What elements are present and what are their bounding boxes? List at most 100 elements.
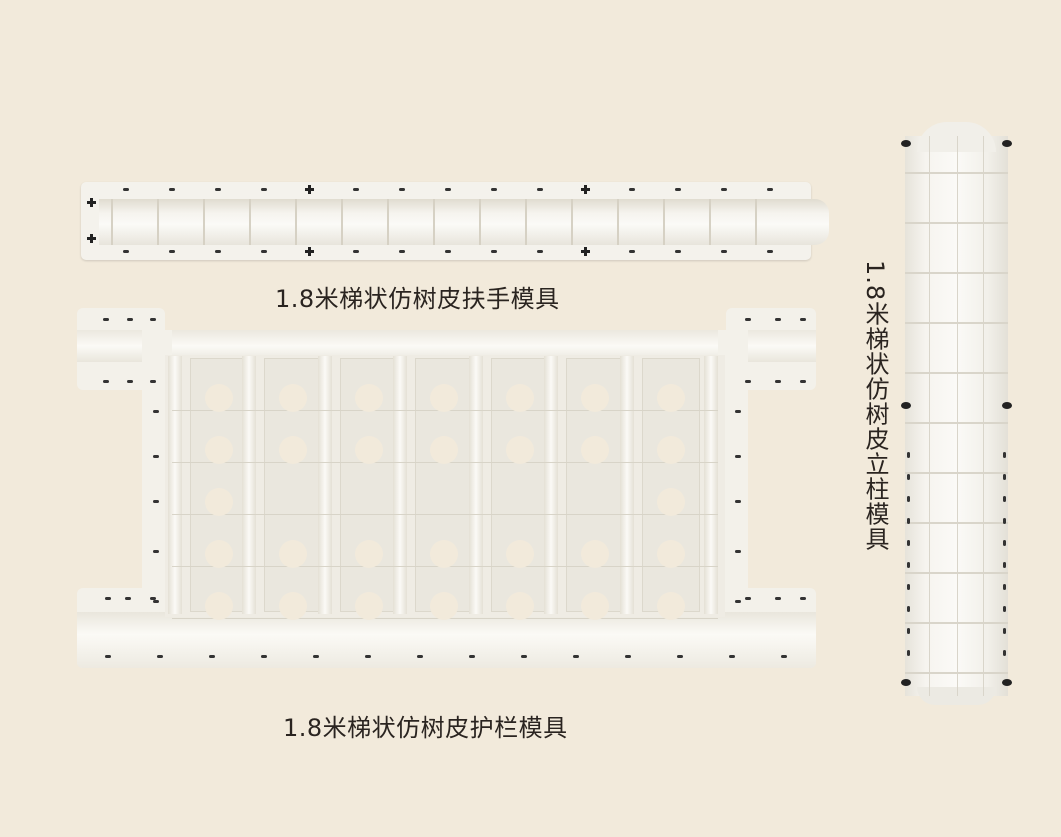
segment-line — [433, 199, 435, 245]
mold-hole — [355, 540, 383, 568]
bolt-icon — [305, 185, 314, 194]
bolt-hole — [907, 452, 910, 458]
bolt-hole — [573, 655, 579, 658]
bolt-hole — [399, 250, 405, 253]
bolt-hole — [521, 655, 527, 658]
bolt-hole — [677, 655, 683, 658]
bolt-hole — [781, 655, 787, 658]
bolt-hole — [261, 188, 267, 191]
mold-hole — [279, 384, 307, 412]
post-knob — [901, 402, 911, 409]
bolt-hole — [721, 188, 727, 191]
post-ring — [905, 222, 1008, 224]
bolt-hole — [800, 597, 806, 600]
mold-hole — [657, 488, 685, 516]
bolt-hole — [215, 250, 221, 253]
bolt-hole — [735, 500, 741, 503]
bolt-hole — [365, 655, 371, 658]
post-ring — [905, 422, 1008, 424]
bolt-hole — [745, 380, 751, 383]
bolt-hole — [261, 250, 267, 253]
segment-line — [755, 199, 757, 245]
segment-line — [663, 199, 665, 245]
mold-hole — [355, 436, 383, 464]
bolt-hole — [767, 250, 773, 253]
bolt-hole — [629, 250, 635, 253]
bolt-hole — [150, 597, 156, 600]
bolt-hole — [1003, 606, 1006, 612]
bolt-hole — [417, 655, 423, 658]
segment-line — [387, 199, 389, 245]
bolt-hole — [767, 188, 773, 191]
bolt-hole — [735, 455, 741, 458]
mold-hole — [657, 540, 685, 568]
bolt-hole — [105, 655, 111, 658]
post-top-cap — [917, 122, 996, 152]
bolt-hole — [469, 655, 475, 658]
bolt-hole — [800, 380, 806, 383]
bolt-hole — [103, 318, 109, 321]
bolt-icon — [87, 198, 96, 207]
bolt-hole — [105, 597, 111, 600]
bolt-hole — [1003, 628, 1006, 634]
post-ring — [905, 322, 1008, 324]
bolt-hole — [729, 655, 735, 658]
mold-hole — [581, 592, 609, 620]
bolt-hole — [491, 188, 497, 191]
mold-hole — [355, 384, 383, 412]
bolt-hole — [907, 650, 910, 656]
mold-hole — [506, 540, 534, 568]
mold-hole — [279, 436, 307, 464]
bolt-hole — [1003, 540, 1006, 546]
bolt-hole — [675, 250, 681, 253]
mold-hole — [430, 540, 458, 568]
bolt-hole — [150, 318, 156, 321]
post-ring — [905, 672, 1008, 674]
row-divider — [172, 514, 718, 515]
bolt-hole — [675, 188, 681, 191]
post-ring — [905, 522, 1008, 524]
bolt-hole — [907, 518, 910, 524]
bolt-hole — [775, 597, 781, 600]
bolt-hole — [123, 250, 129, 253]
bolt-icon — [87, 234, 96, 243]
bolt-hole — [127, 318, 133, 321]
post-ring — [905, 372, 1008, 374]
mold-hole — [581, 436, 609, 464]
bolt-hole — [1003, 650, 1006, 656]
post-bottom-cap — [917, 687, 996, 705]
bolt-hole — [775, 380, 781, 383]
bolt-hole — [209, 655, 215, 658]
mold-hole — [657, 592, 685, 620]
bolt-hole — [745, 597, 751, 600]
post-knob — [1002, 140, 1012, 147]
mold-hole — [657, 384, 685, 412]
post-ring — [905, 622, 1008, 624]
segment-line — [341, 199, 343, 245]
bolt-hole — [735, 600, 741, 603]
bolt-hole — [907, 562, 910, 568]
bolt-hole — [153, 550, 159, 553]
bolt-hole — [537, 188, 543, 191]
bolt-hole — [353, 250, 359, 253]
bolt-hole — [153, 410, 159, 413]
mold-hole — [506, 592, 534, 620]
bolt-icon — [581, 185, 590, 194]
bolt-hole — [125, 597, 131, 600]
mold-panel — [264, 358, 322, 612]
bolt-hole — [261, 655, 267, 658]
handrail-caption: 1.8米梯状仿树皮扶手模具 — [275, 285, 560, 313]
bolt-hole — [1003, 496, 1006, 502]
bolt-hole — [353, 188, 359, 191]
bolt-hole — [1003, 562, 1006, 568]
post-knob — [901, 679, 911, 686]
mold-hole — [205, 436, 233, 464]
bolt-hole — [721, 250, 727, 253]
mold-hole — [205, 384, 233, 412]
mold-hole — [506, 384, 534, 412]
post-ring — [905, 472, 1008, 474]
bolt-hole — [123, 188, 129, 191]
mold-hole — [430, 592, 458, 620]
bolt-hole — [153, 500, 159, 503]
post-knob — [1002, 679, 1012, 686]
